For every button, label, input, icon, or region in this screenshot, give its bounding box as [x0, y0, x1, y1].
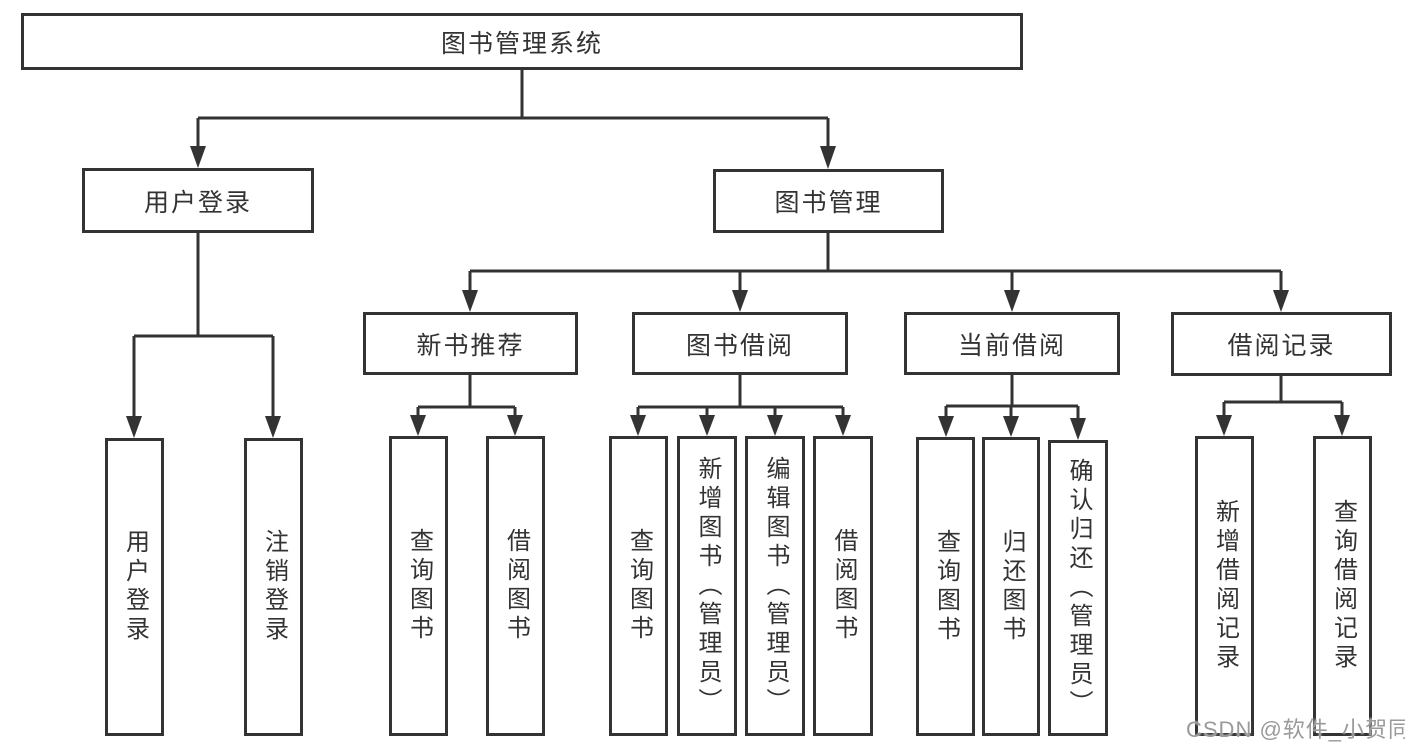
- connector-root-to-level2: [196, 69, 830, 150]
- node-book-management: 图书管理: [713, 169, 944, 233]
- node-label: 借阅图书: [502, 528, 530, 644]
- node-label: 借阅记录: [1227, 332, 1336, 360]
- node-user-login: 用户登录: [82, 168, 314, 233]
- node-label: 查询图书: [932, 528, 960, 645]
- connector-book-borrowing-children: [636, 375, 845, 418]
- node-label: 用户登录: [143, 188, 252, 217]
- node-new-book-recommendation: 新书推荐: [363, 312, 578, 375]
- node-borrow-books-recommend: 借阅图书: [486, 436, 545, 736]
- node-label: 编辑图书（管理员）: [762, 455, 789, 717]
- node-query-books-current: 查询图书: [916, 437, 975, 736]
- connector-book-management-children: [468, 233, 1283, 294]
- node-label: 查询借阅记录: [1329, 499, 1357, 673]
- node-add-borrow-record: 新增借阅记录: [1195, 436, 1254, 736]
- watermark: CSDN @软件_小贺同学: [1186, 717, 1405, 742]
- node-label: 借阅图书: [830, 528, 857, 644]
- connector-new-book-children: [416, 375, 517, 418]
- node-label: 新增图书（管理员）: [694, 455, 721, 717]
- node-label: 新书推荐: [416, 331, 525, 360]
- node-confirm-return-admin: 确认归还（管理员）: [1048, 440, 1108, 736]
- connector-user-login-children: [132, 233, 275, 420]
- node-label: 图书管理: [774, 189, 883, 217]
- node-label: 归还图书: [998, 528, 1025, 645]
- node-borrowing-records: 借阅记录: [1171, 312, 1392, 376]
- node-return-books: 归还图书: [982, 437, 1040, 736]
- node-label: 图书借阅: [685, 331, 794, 360]
- node-book-borrowing: 图书借阅: [632, 312, 848, 375]
- node-logout-leaf: 注销登录: [244, 438, 303, 736]
- node-query-books-borrowing: 查询图书: [609, 436, 668, 736]
- node-label: 当前借阅: [957, 331, 1066, 360]
- node-borrow-books-leaf: 借阅图书: [813, 436, 873, 736]
- arrowheads: [126, 146, 1350, 440]
- connector-borrowing-records-children: [1222, 375, 1344, 416]
- node-label: 查询图书: [625, 528, 653, 644]
- node-label: 用户登录: [121, 529, 149, 645]
- node-label: 图书管理系统: [440, 29, 603, 58]
- node-query-books-recommend: 查询图书: [389, 436, 448, 736]
- node-label: 查询图书: [405, 528, 433, 644]
- node-edit-books-admin: 编辑图书（管理员）: [745, 436, 805, 736]
- node-query-borrow-record: 查询借阅记录: [1313, 436, 1372, 736]
- node-label: 新增借阅记录: [1211, 499, 1239, 673]
- node-add-books-admin: 新增图书（管理员）: [677, 436, 737, 736]
- connector-current-borrowing-children: [944, 375, 1080, 419]
- node-label: 注销登录: [260, 529, 288, 645]
- node-user-login-leaf: 用户登录: [105, 438, 164, 736]
- node-current-borrowing: 当前借阅: [904, 312, 1120, 375]
- node-label: 确认归还（管理员）: [1065, 457, 1092, 719]
- node-library-system: 图书管理系统: [21, 13, 1023, 70]
